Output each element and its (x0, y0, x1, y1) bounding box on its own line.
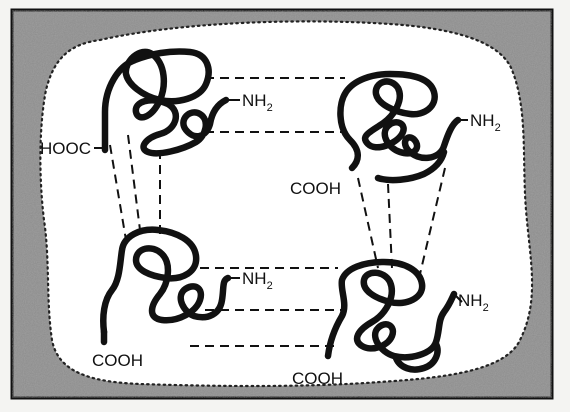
carboxyl-terminus-label-top-right: COOH (290, 179, 341, 198)
carboxyl-terminus-label-top-left: HOOC (40, 139, 91, 158)
carboxyl-terminus-label-bottom-right: COOH (292, 369, 343, 388)
carboxyl-terminus-label-bottom-left: COOH (92, 351, 143, 370)
